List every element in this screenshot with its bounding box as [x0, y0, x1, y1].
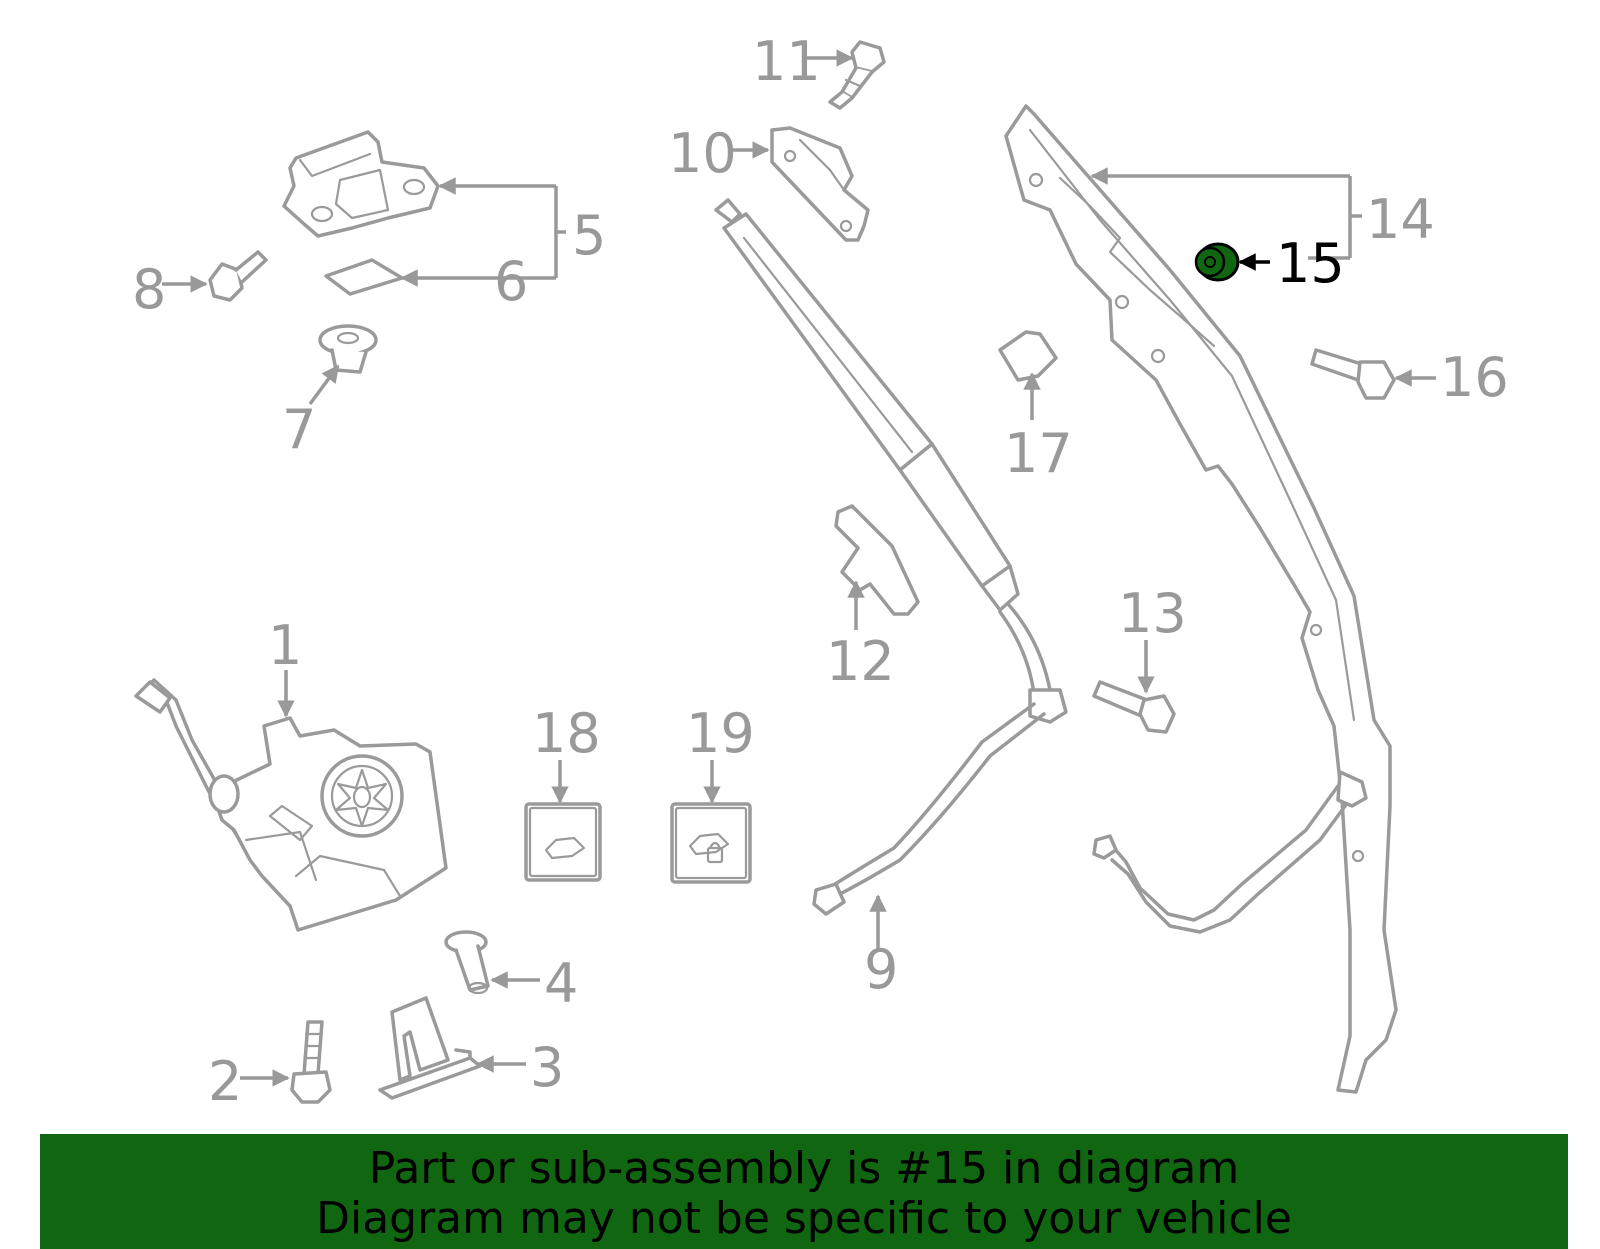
part-14-frame [1004, 104, 1398, 1094]
callout-16: 16 [1440, 346, 1509, 409]
part-2-bolt [290, 1020, 332, 1104]
banner-line-1: Part or sub-assembly is #15 in diagram [368, 1143, 1240, 1194]
info-banner: Part or sub-assembly is #15 in diagram D… [40, 1134, 1568, 1249]
callout-4: 4 [544, 952, 578, 1015]
part-1-latch [134, 678, 448, 932]
callout-19: 19 [686, 702, 755, 765]
part-5-hinge [282, 130, 440, 238]
callout-12: 12 [826, 630, 895, 693]
part-9-strut [714, 198, 1068, 916]
callout-6: 6 [494, 250, 528, 313]
leader-5-6 [400, 177, 566, 287]
part-13-bolt [1092, 680, 1176, 734]
part-15-grommet [1194, 242, 1240, 282]
callout-9: 9 [864, 938, 898, 1001]
part-12-bracket [834, 504, 920, 616]
callout-13: 13 [1118, 582, 1187, 645]
part-4-pin [444, 930, 490, 995]
leader-14 [1090, 167, 1362, 258]
callout-3: 3 [530, 1036, 564, 1099]
callout-10: 10 [668, 122, 737, 185]
part-10-bracket [770, 126, 870, 242]
part-7-nut [318, 324, 378, 374]
callout-14: 14 [1366, 188, 1435, 251]
callout-7: 7 [282, 398, 316, 461]
callout-15: 15 [1276, 232, 1345, 295]
callout-18: 18 [532, 702, 601, 765]
part-18-switch [524, 802, 602, 882]
callout-5: 5 [572, 204, 606, 267]
callout-2: 2 [208, 1050, 242, 1113]
banner-line-2: Diagram may not be specific to your vehi… [316, 1193, 1292, 1244]
part-17-clip [998, 330, 1058, 382]
part-8-bolt [208, 250, 268, 302]
callout-17: 17 [1004, 422, 1073, 485]
callout-11: 11 [752, 30, 821, 93]
part-16-bolt [1310, 348, 1396, 400]
part-6-gasket [324, 258, 404, 296]
part-11-bolt [828, 40, 886, 110]
callout-1: 1 [268, 614, 302, 677]
leader-7 [308, 364, 340, 406]
part-3-striker [378, 996, 482, 1100]
leader-15 [1238, 253, 1350, 271]
callout-8: 8 [132, 258, 166, 321]
part-19-switch [670, 802, 752, 884]
